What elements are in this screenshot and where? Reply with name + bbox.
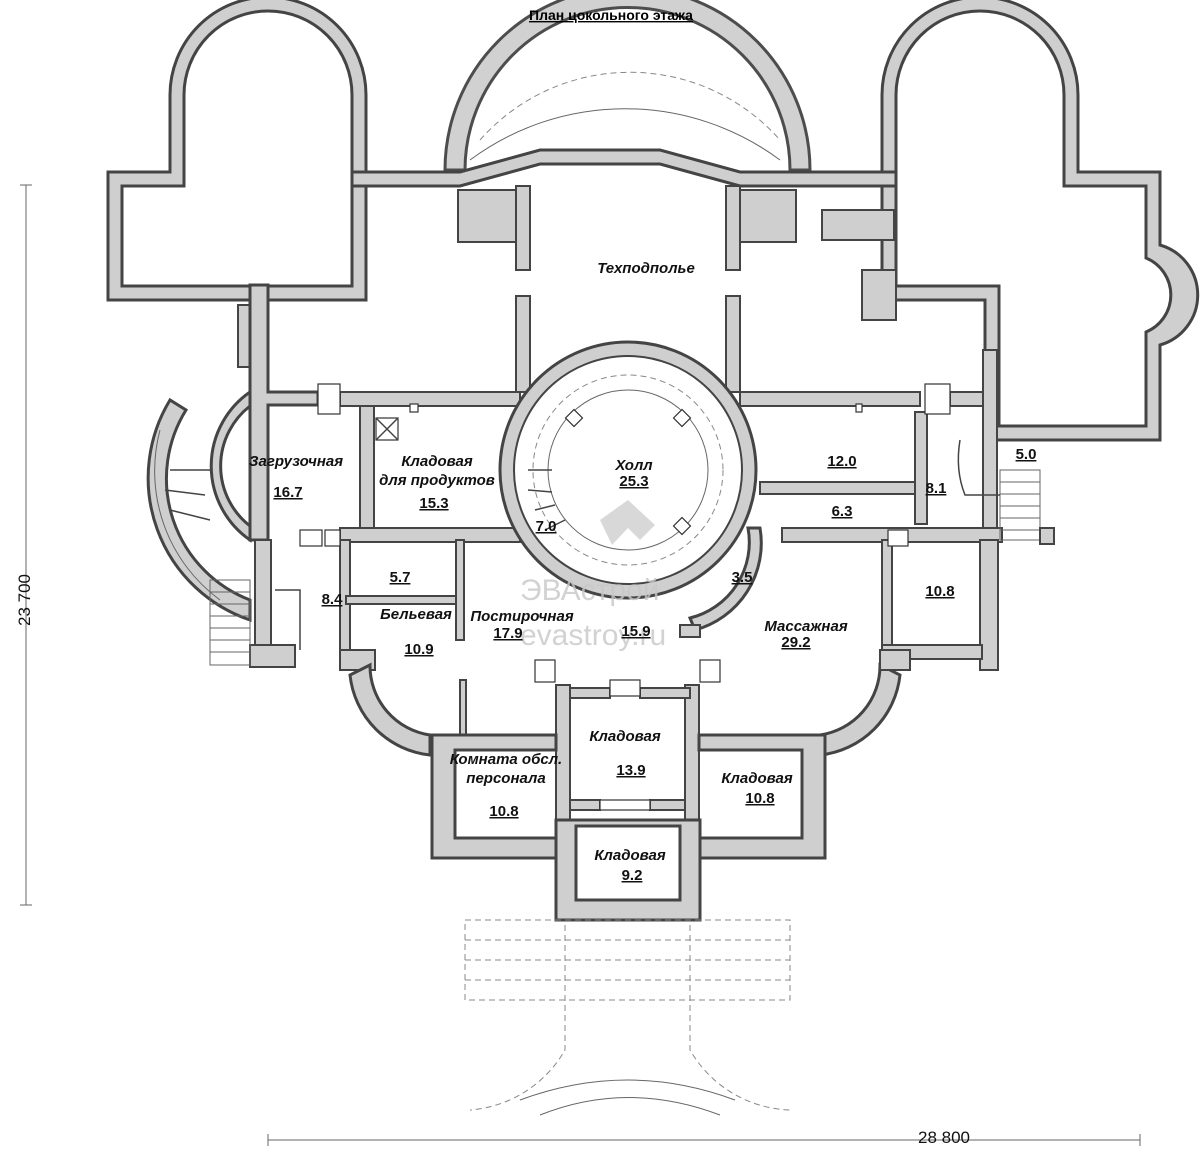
width-dimension: 28 800 bbox=[918, 1128, 970, 1147]
area-6-3: 6.3 bbox=[832, 503, 853, 520]
entry-porch bbox=[464, 919, 791, 1116]
area-holl: 25.3 bbox=[619, 473, 648, 490]
hall-circle bbox=[498, 340, 758, 600]
area-3-5: 3.5 bbox=[732, 569, 753, 586]
area-kladovaya-13-9: 13.9 bbox=[616, 762, 645, 779]
label-kladovaya-13-9: Кладовая bbox=[589, 728, 661, 745]
page-title: План цокольного этажа bbox=[529, 7, 693, 23]
right-stairs bbox=[957, 439, 1055, 545]
area-belevaya: 10.9 bbox=[404, 641, 433, 658]
area-8-1: 8.1 bbox=[926, 480, 947, 497]
doors bbox=[299, 383, 951, 811]
area-12-0: 12.0 bbox=[827, 453, 856, 470]
label-postirochnaya: Постирочная bbox=[470, 608, 574, 625]
left-stairs bbox=[164, 469, 301, 668]
area-komnata: 10.8 bbox=[489, 803, 518, 820]
area-kladovaya-10-8: 10.8 bbox=[745, 790, 774, 807]
height-dimension: 23 700 bbox=[15, 574, 34, 626]
area-5-0: 5.0 bbox=[1016, 446, 1037, 463]
area-7-0: 7.0 bbox=[536, 518, 557, 535]
label-belevaya: Бельевая bbox=[380, 606, 452, 623]
area-kladovaya-prod: 15.3 bbox=[419, 495, 448, 512]
left-tower bbox=[106, 0, 368, 302]
area-kladovaya-9-2: 9.2 bbox=[622, 867, 643, 884]
right-tower bbox=[880, 0, 1200, 442]
label-techpodpole: Техподполье bbox=[597, 260, 695, 277]
watermark-site: evastroy.ru bbox=[520, 619, 666, 652]
area-5-7: 5.7 bbox=[390, 569, 411, 586]
area-15-9: 15.9 bbox=[621, 623, 650, 640]
lower-block bbox=[339, 649, 911, 922]
label-kladovaya-9-2: Кладовая bbox=[594, 847, 666, 864]
label-holl: Холл bbox=[614, 457, 653, 474]
area-zagruzochnaya: 16.7 bbox=[273, 484, 302, 501]
label-massazhnaya: Массажная bbox=[764, 618, 847, 635]
room-labels: Техподполье Загрузочная 16.7 Кладовая дл… bbox=[249, 260, 1037, 884]
label-komnata-1: Комната обсл. bbox=[450, 751, 562, 768]
area-10-8-right: 10.8 bbox=[925, 583, 954, 600]
area-postirochnaya: 17.9 bbox=[493, 625, 522, 642]
label-kladovaya-prod-2: для продуктов bbox=[379, 472, 495, 489]
label-kladovaya-10-8: Кладовая bbox=[721, 770, 793, 787]
curved-corridor bbox=[679, 526, 763, 638]
area-8-4: 8.4 bbox=[322, 591, 344, 608]
label-kladovaya-prod-1: Кладовая bbox=[401, 453, 473, 470]
watermark: ЭВАстрой evastroy.ru bbox=[520, 500, 666, 652]
label-komnata-2: персонала bbox=[466, 770, 545, 787]
watermark-brand: ЭВАстрой bbox=[520, 574, 659, 607]
upper-block bbox=[237, 0, 898, 393]
label-zagruzochnaya: Загрузочная bbox=[249, 453, 343, 470]
left-curved-wall bbox=[146, 389, 252, 623]
dimension-lines bbox=[20, 184, 1141, 1146]
area-massazhnaya: 29.2 bbox=[781, 634, 810, 651]
